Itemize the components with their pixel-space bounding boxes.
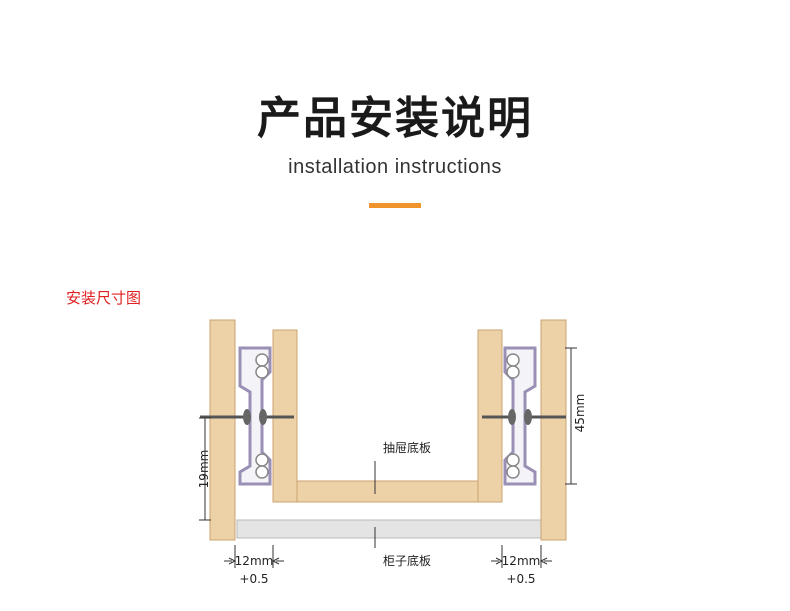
label-19mm: 19mm	[197, 450, 211, 489]
screw-right-outer	[524, 409, 566, 425]
left-cabinet-wall	[209, 319, 236, 541]
label-45mm: 45mm	[573, 394, 587, 433]
accent-divider	[369, 203, 421, 208]
label-drawer-bottom: 抽屉底板	[383, 440, 431, 455]
label-cabinet-bottom: 柜子底板	[383, 553, 431, 568]
screw-left-inner	[259, 409, 294, 425]
page-subtitle: installation instructions	[288, 156, 502, 178]
label-left-gap: 12mm	[235, 554, 274, 568]
right-cabinet-wall	[540, 319, 567, 541]
drawer-bottom-panel	[296, 480, 479, 503]
section-label: 安装尺寸图	[66, 289, 142, 307]
dimension-19mm	[199, 417, 211, 521]
page-title: 产品安装说明	[257, 93, 533, 144]
cabinet-bottom-panel	[236, 519, 544, 539]
label-right-tolerance: +0.5	[506, 572, 535, 586]
right-slide-rail	[503, 346, 537, 486]
label-left-tolerance: +0.5	[239, 572, 268, 586]
screw-right-inner	[482, 409, 516, 425]
screw-left-outer	[200, 409, 251, 425]
label-right-gap: 12mm	[502, 554, 541, 568]
dimension-left-gap	[224, 545, 284, 568]
dimension-45mm	[565, 347, 577, 485]
dimension-right-gap	[491, 545, 552, 568]
left-slide-rail	[238, 346, 272, 486]
